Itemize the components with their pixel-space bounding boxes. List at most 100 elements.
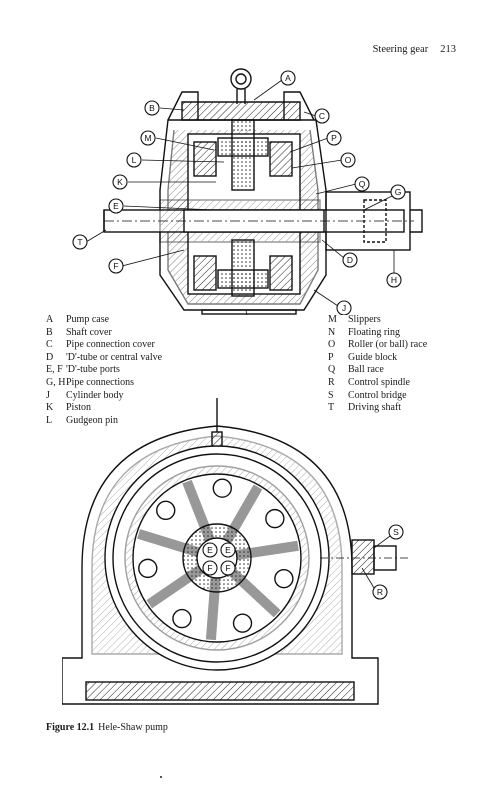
legend-key: B	[46, 326, 53, 338]
callout-circle	[342, 252, 358, 268]
legend-text: 'D'-tube ports	[66, 364, 120, 376]
callout-label: E	[207, 545, 213, 555]
callout-label: E	[225, 545, 231, 555]
legend-row: M Slippers	[328, 314, 427, 327]
legend-text: Pipe connections	[66, 376, 135, 388]
legend-text: Slippers	[348, 314, 381, 325]
legend-key: C	[46, 339, 53, 351]
legend-key: D	[46, 351, 54, 363]
legend-row: R Control spindle	[328, 377, 427, 390]
legend-text: Guide block	[348, 351, 398, 363]
callout-circle	[314, 108, 330, 124]
legend-row: E, F'D'-tube ports	[46, 364, 162, 377]
port-hole	[274, 568, 294, 589]
legend-key: S	[328, 389, 334, 401]
callout-circle	[220, 560, 236, 576]
callout-circle	[386, 272, 402, 288]
callout-label: O	[345, 155, 352, 165]
callout-circle	[340, 152, 356, 168]
running-header: Steering gear 213	[373, 44, 456, 55]
header-title: Steering gear	[372, 44, 429, 55]
legend-text: Shaft cover	[66, 326, 112, 338]
callout-label: B	[149, 103, 155, 113]
legend-text: Pump case	[66, 314, 110, 325]
callout-label: D	[347, 255, 353, 265]
callout-label: H	[391, 275, 397, 285]
legend-row: S Control bridge	[328, 390, 427, 403]
page-mark	[160, 776, 162, 778]
legend-row: D 'D'-tube or central valve	[46, 352, 162, 365]
callout-label: G	[395, 187, 402, 197]
callout-label: K	[117, 177, 123, 187]
callout-circle	[144, 100, 160, 116]
legend-key: M	[328, 314, 337, 325]
callout-circle	[326, 130, 342, 146]
legend-text: Gudgeon pin	[66, 414, 118, 426]
legend-text: Cylinder body	[66, 389, 124, 401]
callout-circle	[220, 542, 236, 558]
callout-circle	[108, 198, 124, 214]
callout-label: Q	[359, 179, 366, 189]
port-hole	[138, 558, 158, 579]
callout-circle	[202, 560, 218, 576]
caption-label: Figure 12.1	[46, 722, 95, 733]
callout-circle	[140, 130, 156, 146]
legend-key: Q	[328, 364, 336, 376]
legend-key: P	[328, 351, 334, 363]
legend-text: Roller (or ball) race	[348, 339, 428, 351]
port-hole	[232, 613, 253, 633]
legend-left: A Pump case B Shaft cover C Pipe connection…	[46, 314, 162, 427]
callout-circle	[108, 258, 124, 274]
port-hole	[212, 478, 232, 498]
callout-label: R	[377, 587, 383, 597]
port-hole	[265, 508, 285, 529]
callout-label: S	[393, 527, 399, 537]
legend-key: N	[328, 326, 336, 338]
callout-label: M	[144, 133, 151, 143]
callout-circle	[72, 234, 88, 250]
legend-text: Control bridge	[348, 389, 407, 401]
legend-key: G, H	[46, 376, 66, 388]
legend-text: Floating ring	[348, 326, 400, 338]
legend-key: A	[46, 314, 54, 325]
legend-key: T	[328, 402, 335, 414]
legend-key: K	[46, 402, 54, 414]
callout-circle	[390, 184, 406, 200]
callout-label: J	[342, 303, 346, 313]
legend-row: K Piston	[46, 402, 162, 415]
callout-label: F	[113, 261, 118, 271]
callout-label: T	[77, 237, 82, 247]
legend-key: E, F	[46, 364, 63, 376]
legend-row: Q Ball race	[328, 364, 427, 377]
legend-text: 'D'-tube or central valve	[66, 351, 163, 363]
legend-text: Control spindle	[348, 376, 410, 388]
callout-label: C	[319, 111, 325, 121]
legend-row: P Guide block	[328, 352, 427, 365]
callout-label: E	[113, 201, 119, 211]
legend-row: B Shaft cover	[46, 327, 162, 340]
legend-row: L Gudgeon pin	[46, 415, 162, 428]
callout-circle	[354, 176, 370, 192]
page-number: 213	[440, 44, 456, 55]
legend-row: N Floating ring	[328, 327, 427, 340]
legend-text: Piston	[66, 402, 92, 414]
callout-label: L	[132, 155, 137, 165]
callout-circle	[202, 542, 218, 558]
legend-text: Ball race	[348, 364, 384, 376]
callout-circle	[280, 70, 296, 86]
callout-label: F	[225, 563, 230, 573]
legend-key: R	[328, 376, 335, 388]
callout-label: F	[207, 563, 212, 573]
callout-circle	[372, 584, 388, 600]
legend-row: A Pump case	[46, 314, 162, 327]
legend-key: L	[46, 414, 53, 426]
callout-circle	[336, 300, 352, 315]
callout-circle	[388, 524, 404, 540]
callout-circle	[112, 174, 128, 190]
